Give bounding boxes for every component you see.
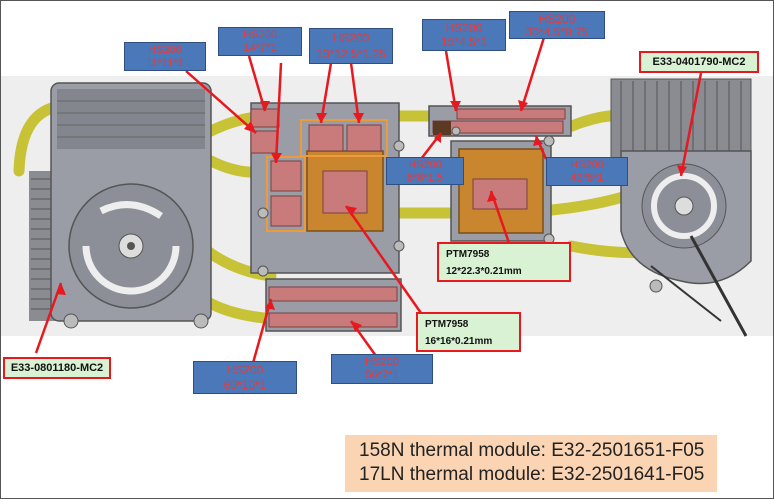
ptm-name: PTM7958 — [446, 249, 490, 260]
hs200-label-14x7x1: HS200 14*7*1 — [218, 27, 302, 56]
hs200-label-30x4.5x0.75: HS200 30*4.5*0.75 — [509, 11, 605, 39]
hs200-label-name: HS200 — [243, 29, 277, 41]
hs200-label-name: HS200 — [226, 363, 264, 377]
left-fan — [29, 82, 212, 329]
hs200-label-dims: 56*7*1 — [365, 369, 399, 381]
ptm-name: PTM7958 — [425, 319, 469, 330]
hs200-label-name: HS200 — [538, 12, 576, 26]
hs200-label-name: HS200 — [148, 44, 182, 56]
ptm-dims: 16*16*0.21mm — [425, 336, 493, 347]
arrowheads — [56, 100, 687, 332]
hs200-label-name: HS200 — [365, 356, 399, 368]
ptm-dims: 12*22.3*0.21mm — [446, 266, 522, 277]
hs200-label-dims: 60*10*1 — [223, 378, 267, 392]
thermal-module-part-numbers: 158N thermal module: E32-2501651-F05 17L… — [345, 435, 717, 492]
hs200-label-dims: 11*11*1 — [146, 57, 184, 69]
hs200-label-60x10x1: HS200 60*10*1 — [193, 361, 297, 394]
hs200-label-dims: 15*4.5*1 — [440, 35, 488, 49]
footer-line-158n: 158N thermal module: E32-2501651-F05 — [359, 440, 705, 461]
hs200-label-dims: 43*8*1 — [570, 172, 604, 184]
hs200-label-name: HS200 — [332, 31, 370, 45]
hs200-label-name: HS200 — [408, 159, 442, 171]
hs200-label-name: HS200 — [445, 21, 483, 35]
ptm7958-callout-upper: PTM7958 12*22.3*0.21mm — [437, 242, 571, 282]
hs200-label-11x11x1: HS200 11*11*1 — [124, 42, 206, 71]
cpu-cold-plate — [250, 102, 405, 332]
hs200-label-dims: 30*4.5*0.75 — [525, 25, 589, 39]
footer-line-17ln: 17LN thermal module: E32-2501641-F05 — [359, 464, 705, 485]
hs200-label-8x8x1.5: HS200 8*8*1.5 — [386, 157, 464, 185]
right-fan-part-number: E33-0401790-MC2 — [639, 51, 759, 73]
hs200-label-dims: 14*7*1 — [243, 42, 277, 54]
hs200-label-15x4.5x1: HS200 15*4.5*1 — [422, 19, 506, 51]
hs200-label-13x12.5x1.25: HS200 13*12.5*1.25 — [309, 28, 393, 64]
right-fan — [610, 78, 752, 337]
hs200-label-dims: 8*8*1.5 — [406, 172, 444, 184]
left-fan-part-number: E33-0801180-MC2 — [3, 357, 111, 379]
ptm7958-callout-lower: PTM7958 16*16*0.21mm — [416, 312, 521, 352]
hs200-label-43x8x1: HS200 43*8*1 — [546, 157, 628, 186]
hs200-label-56x7x1: HS200 56*7*1 — [331, 354, 433, 384]
hs200-label-name: HS200 — [570, 159, 604, 171]
hs200-label-dims: 13*12.5*1.25 — [316, 47, 386, 61]
